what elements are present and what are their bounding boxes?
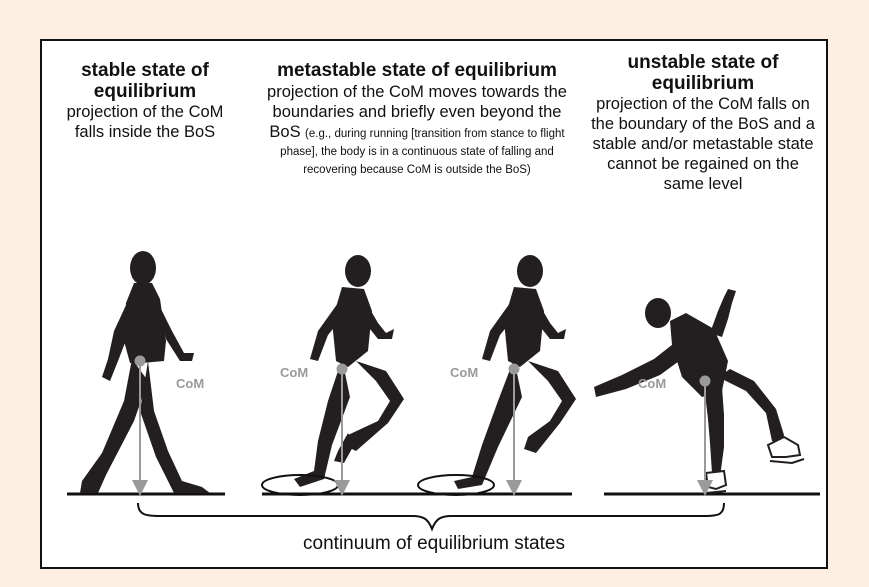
continuum-brace <box>137 502 725 532</box>
com-label-running-1: CoM <box>280 365 308 380</box>
stable-state-title: stable state of equilibrium <box>81 60 209 102</box>
metastable-state-title: metastable state of equilibrium <box>277 60 557 81</box>
com-label-unstable: CoM <box>638 376 666 391</box>
walking-figure <box>80 251 210 493</box>
com-marker-stable <box>132 355 148 496</box>
metastable-state-note: (e.g., during running [transition from s… <box>280 128 565 176</box>
continuum-caption: continuum of equilibrium states <box>303 533 565 554</box>
equilibrium-illustration: CoM CoM CoM CoM <box>67 251 820 532</box>
falling-figure <box>594 289 784 477</box>
figure-frame: stable state of equilibrium projection o… <box>40 39 828 569</box>
com-marker-running-1 <box>334 363 350 496</box>
running-figure-1 <box>294 255 404 487</box>
bos-ellipse-2 <box>417 474 495 496</box>
metastable-state-text: metastable state of equilibrium projecti… <box>257 60 577 178</box>
com-label-running-2: CoM <box>450 365 478 380</box>
unstable-state-description: projection of the CoM falls on the bound… <box>591 95 815 193</box>
running-figure-2 <box>454 255 576 489</box>
stable-state-text: stable state of equilibrium projection o… <box>50 60 240 142</box>
com-marker-running-2 <box>506 363 522 496</box>
com-label-stable: CoM <box>176 376 204 391</box>
metastable-state-description: projection of the CoM moves towards the … <box>267 83 567 141</box>
unstable-state-text: unstable state of equilibrium projection… <box>590 52 816 194</box>
stable-state-description: projection of the CoM falls inside the B… <box>66 103 224 141</box>
com-marker-unstable <box>697 375 713 496</box>
unstable-state-title: unstable state of equilibrium <box>627 52 779 94</box>
